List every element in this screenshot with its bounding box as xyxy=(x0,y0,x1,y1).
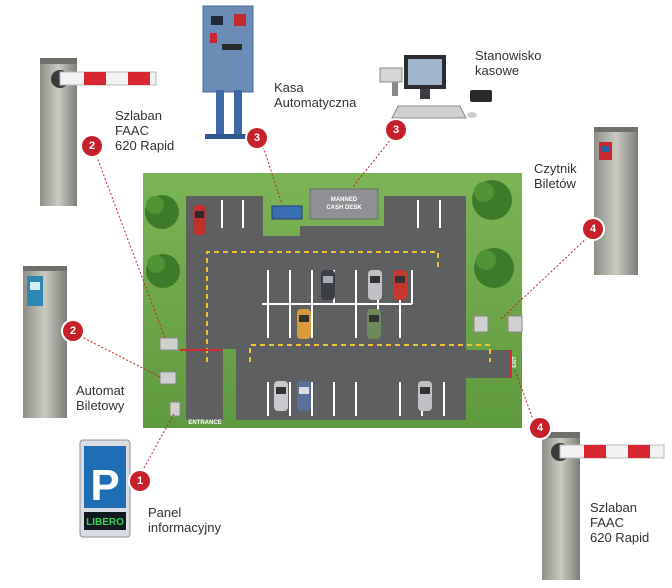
desk-label-line2: CASH DESK xyxy=(326,205,362,211)
ticket-reader-map-icon xyxy=(473,315,489,333)
parking-lot-map: MANNED CASH DESK ENTRANCE EXIT xyxy=(143,173,523,428)
tree-icon xyxy=(472,180,512,220)
tree-icon xyxy=(145,195,179,229)
ticket-dispenser xyxy=(23,266,67,418)
badge-info-panel: 1 xyxy=(130,471,150,491)
label-line: 620 Rapid xyxy=(115,138,175,153)
label-line: Czytnik xyxy=(534,161,577,176)
desk-label-line1: MANNED xyxy=(331,197,358,203)
car-icon xyxy=(297,309,311,339)
cashier-workstation xyxy=(379,55,492,119)
traffic-direction-arrows xyxy=(206,251,491,362)
badge-ticket-reader: 4 xyxy=(583,219,603,239)
label-line: FAAC xyxy=(590,515,624,530)
pay-station-map-icon xyxy=(271,205,303,220)
badge-pay-station: 3 xyxy=(247,128,267,148)
label-line: Szlaban xyxy=(590,500,637,515)
badge-workstation: 3 xyxy=(386,120,406,140)
badge-ticket-dispenser: 2 xyxy=(63,321,83,341)
ticket-reader-map-icon xyxy=(507,315,523,333)
barrier-faac-bottom-right xyxy=(542,432,665,580)
exit-label: EXIT xyxy=(512,356,518,367)
label-line: Panel xyxy=(148,505,182,520)
badge-barrier-top-left: 2 xyxy=(82,136,102,156)
ticket-dispenser-map-icon xyxy=(159,337,179,351)
car-icon xyxy=(274,381,288,411)
tree-icon xyxy=(474,248,514,288)
barrier-faac-top-left xyxy=(40,58,157,206)
car-icon xyxy=(393,270,407,300)
label-pay-station: Kasa Automatyczna xyxy=(274,80,356,110)
label-line: informacyjny xyxy=(148,520,221,535)
car-icon xyxy=(297,381,311,411)
label-info-panel: Panel informacyjny xyxy=(148,505,221,535)
automatic-pay-station xyxy=(202,5,254,139)
label-barrier-top-left: Szlaban FAAC 620 Rapid xyxy=(115,108,174,153)
label-line: Biletowy xyxy=(76,398,125,413)
panel-display-text: LIBERO xyxy=(86,517,124,528)
label-line: kasowe xyxy=(475,63,520,78)
car-icon xyxy=(321,270,335,300)
tree-icon xyxy=(146,254,180,288)
entrance-label: ENTRANCE xyxy=(188,420,221,426)
label-barrier-bottom-right: Szlaban FAAC 620 Rapid xyxy=(590,500,649,545)
ticket-reader xyxy=(594,127,638,275)
label-line: Kasa xyxy=(274,80,304,95)
information-panel: P LIBERO xyxy=(79,439,131,538)
cash-desk-building xyxy=(309,188,379,220)
label-ticket-dispenser: Automat Biletowy xyxy=(76,383,124,413)
car-icon xyxy=(193,205,206,235)
car-icon xyxy=(418,381,432,411)
ticket-dispenser-map-icon xyxy=(169,401,181,417)
label-line: Biletów xyxy=(534,176,576,191)
label-ticket-reader: Czytnik Biletów xyxy=(534,161,577,191)
car-icon xyxy=(368,270,382,300)
label-line: Stanowisko xyxy=(475,48,542,63)
badge-barrier-bottom-right: 4 xyxy=(530,418,550,438)
label-line: Szlaban xyxy=(115,108,162,123)
connector-lines xyxy=(79,137,591,476)
panel-parking-symbol: P xyxy=(90,461,119,510)
label-line: 620 Rapid xyxy=(590,530,650,545)
car-icon xyxy=(367,309,381,339)
label-line: Automatyczna xyxy=(274,95,357,110)
label-line: Automat xyxy=(76,383,125,398)
label-line: FAAC xyxy=(115,123,149,138)
ticket-dispenser-map-icon xyxy=(159,371,177,385)
label-workstation: Stanowisko kasowe xyxy=(475,48,541,78)
